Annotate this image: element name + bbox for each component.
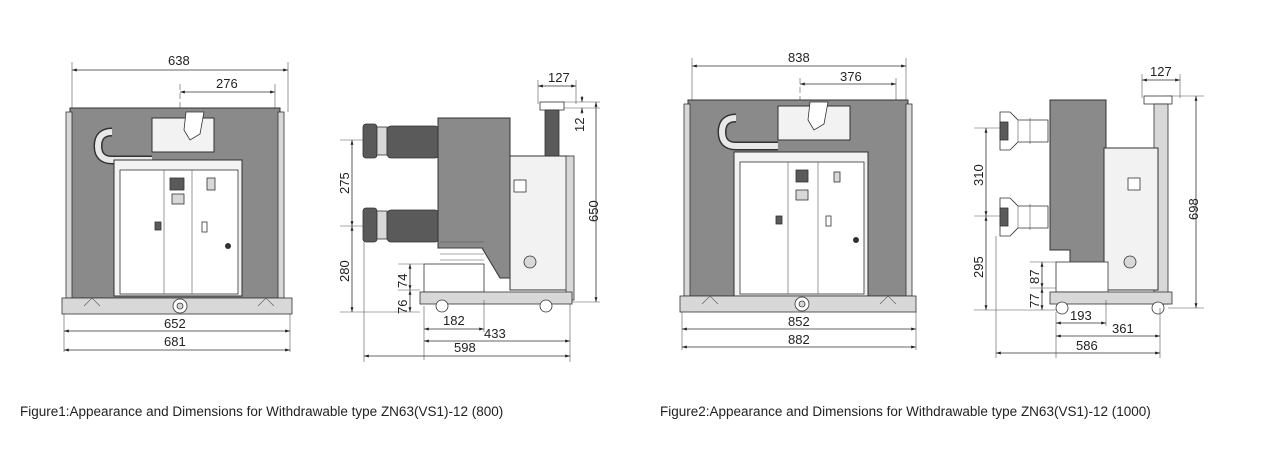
fig1-dim-depth-mid: 433: [484, 326, 506, 341]
figure2-side-view: 127 698 310 295: [971, 64, 1204, 358]
figure2-front-view: 838 376 852 882: [679, 50, 917, 350]
fig2-dim-side-top-width: 127: [1150, 64, 1172, 79]
fig2-dim-base-width-side: 193: [1070, 308, 1092, 323]
fig1-dim-base-width: 652: [164, 316, 186, 331]
fig2-dim-block-height: 87: [1027, 270, 1042, 284]
fig2-dim-base-height: 77: [1027, 294, 1042, 308]
fig1-dim-top-height: 12: [572, 118, 587, 132]
fig1-dim-side-top-width: 127: [548, 70, 570, 85]
fig1-dim-upper-offset: 276: [216, 76, 238, 91]
fig1-dim-base-width-side: 182: [443, 313, 465, 328]
fig2-dim-upper-spacing: 310: [971, 164, 986, 186]
fig1-dim-lower-height: 280: [337, 260, 352, 282]
fig2-dim-depth-total: 586: [1076, 338, 1098, 353]
fig1-dim-block-height: 74: [395, 274, 410, 288]
fig2-dim-lower-height: 295: [971, 256, 986, 278]
fig1-dim-overall-width: 681: [164, 334, 186, 349]
fig2-dim-upper-offset: 376: [840, 69, 862, 84]
fig2-dim-base-width: 852: [788, 314, 810, 329]
fig2-dim-top-width: 838: [788, 50, 810, 65]
figure1-front-view: 638 276 652: [61, 53, 293, 352]
fig1-dim-top-width: 638: [168, 53, 190, 68]
fig2-dim-overall-width: 882: [788, 332, 810, 347]
figure1-side-view: 127 12 650: [337, 70, 601, 362]
fig2-dim-total-height: 698: [1186, 198, 1201, 220]
fig2-dim-depth-mid: 361: [1112, 321, 1134, 336]
fig1-dim-depth-total: 598: [454, 340, 476, 355]
figure1-caption: Figure1:Appearance and Dimensions for Wi…: [20, 404, 503, 419]
fig1-dim-total-height: 650: [586, 200, 601, 222]
fig1-dim-base-height: 76: [395, 300, 410, 314]
fig1-dim-upper-spacing: 275: [337, 172, 352, 194]
figure2-caption: Figure2:Appearance and Dimensions for Wi…: [660, 404, 1151, 419]
